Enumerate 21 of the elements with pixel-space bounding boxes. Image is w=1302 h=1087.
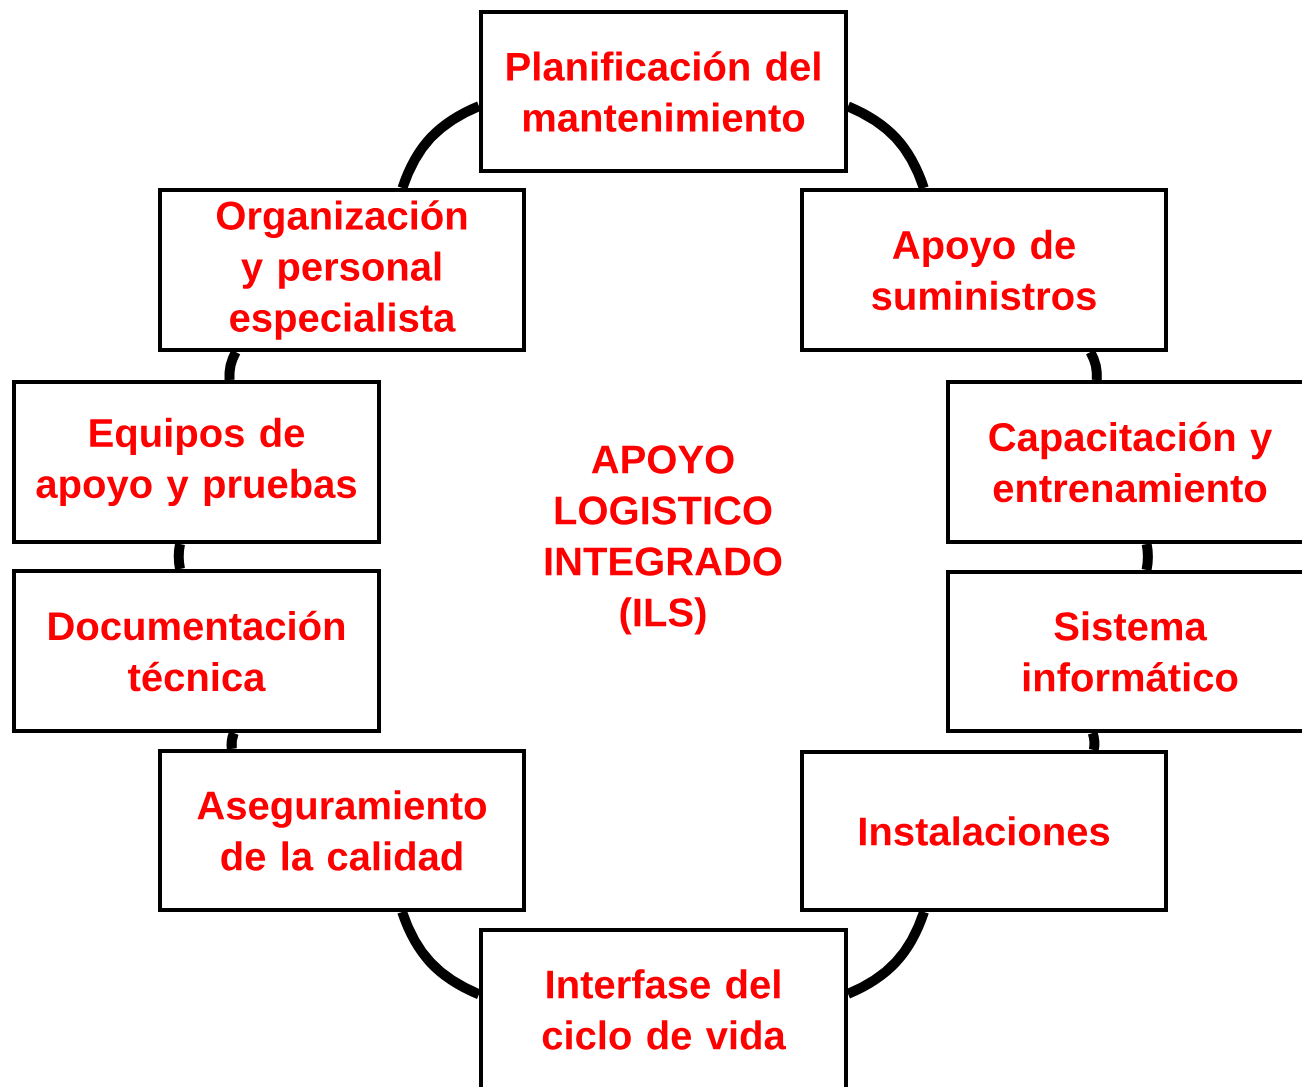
ring-segment [224, 349, 241, 381]
text-box: Capacitación y entrenamiento [946, 380, 1302, 544]
ring-segment [845, 910, 929, 999]
text-box: Organización y personal especialista [158, 188, 526, 352]
ring-segment [1141, 543, 1154, 571]
ring-segment [1086, 349, 1102, 381]
ring-segment [1087, 731, 1100, 751]
text-box: Sistema informático [946, 570, 1302, 733]
text-box: Interfase del ciclo de vida [479, 928, 848, 1087]
text-box: Planificación del mantenimiento [479, 10, 848, 173]
ring-segment [397, 101, 482, 190]
ring-segment [226, 731, 239, 750]
text-box: Apoyo de suministros [800, 188, 1168, 352]
ring-segment [397, 910, 482, 999]
ring-segment [845, 101, 929, 190]
ring-segment [173, 543, 185, 570]
text-box: Equipos de apoyo y pruebas [12, 380, 381, 544]
center-title: APOYO LOGISTICO INTEGRADO (ILS) [545, 445, 782, 635]
text-box: Instalaciones [800, 750, 1168, 912]
text-box: Aseguramiento de la calidad [158, 749, 526, 912]
text-box: Documentación técnica [12, 569, 381, 733]
